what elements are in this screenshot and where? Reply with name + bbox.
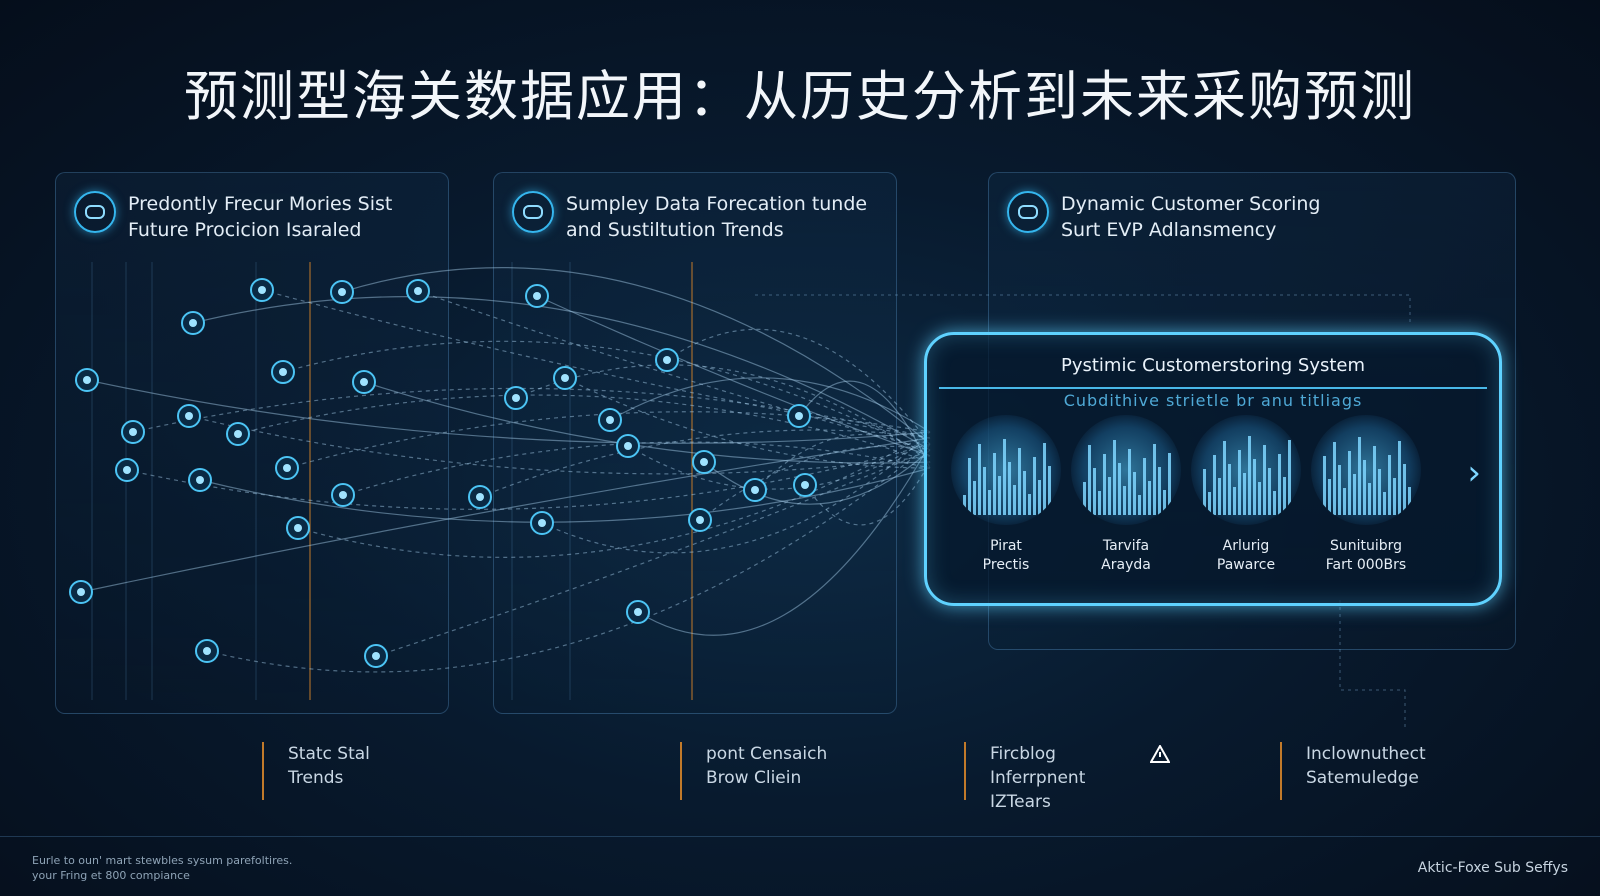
footer-divider — [0, 836, 1600, 837]
metric-visualization — [1191, 415, 1301, 525]
panel-title: Dynamic Customer Scoring Surt EVP Adlans… — [1061, 193, 1321, 241]
analytics-icon — [74, 191, 116, 233]
page-title: 预测型海关数据应用：从历史分析到未来采购预测 — [184, 65, 1416, 128]
scoring-icon — [1007, 191, 1049, 233]
metric-item: Sunituibrg Fart 000Brs — [1307, 415, 1425, 595]
metric-visualization — [951, 415, 1061, 525]
panel-title: Sumpley Data Forecation tunde and Sustil… — [566, 193, 868, 241]
bottom-label-search: pont Censaich Brow Cliein — [680, 742, 827, 800]
footer-note: Eurle to oun' mart stewbles sysum parefo… — [32, 854, 293, 882]
footer-brand: Aktic-Foxe Sub Seffys — [1417, 860, 1568, 876]
metric-label: Arlurig Pawarce — [1216, 538, 1276, 573]
metric-visualization — [1071, 415, 1181, 525]
warning-icon — [1150, 745, 1170, 763]
chevron-right-icon[interactable]: › — [1467, 453, 1481, 493]
panel-title: Predontly Frecur Mories Sist Future Proc… — [128, 193, 393, 241]
scoring-system-title: Pystimic Customerstoring System — [1060, 355, 1366, 376]
divider — [939, 387, 1487, 389]
bottom-label-trends: Statc Stal Trends — [262, 742, 370, 800]
forecast-icon — [512, 191, 554, 233]
metric-label: Pirat Prectis — [982, 538, 1030, 573]
panel-forecast-trends: Sumpley Data Forecation tunde and Sustil… — [493, 172, 897, 714]
metric-label: Sunituibrg Fart 000Brs — [1325, 538, 1407, 573]
metric-label: Tarvifa Arayda — [1101, 538, 1151, 573]
scoring-system-box: Pystimic Customerstoring System Cubdithi… — [924, 332, 1502, 606]
bottom-label-knowledge: Inclownuthect Satemuledge — [1280, 742, 1426, 800]
scoring-system-subtitle: Cubdithive strietle br anu titliags — [1063, 391, 1363, 410]
metric-item: Pirat Prectis — [947, 415, 1065, 595]
metric-item: Tarvifa Arayda — [1067, 415, 1185, 595]
metric-item: Arlurig Pawarce — [1187, 415, 1305, 595]
bottom-label-insights: Fircblog Inferrpnent IZTears — [964, 742, 1085, 814]
panel-historical-analysis: Predontly Frecur Mories Sist Future Proc… — [55, 172, 449, 714]
metric-visualization — [1311, 415, 1421, 525]
